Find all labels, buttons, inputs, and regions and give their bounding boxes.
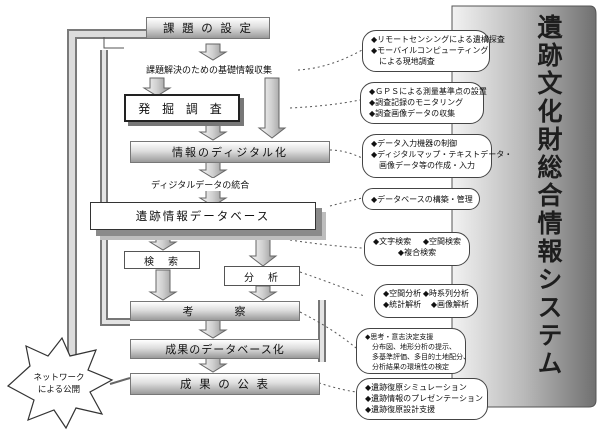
- bubble-line: ◆モーバイルコンピューティング: [371, 46, 489, 55]
- bubble-line: 分布図、地形分析の提示、: [365, 343, 456, 351]
- system-title: 遺跡文化財総合情報システム: [534, 14, 563, 378]
- bubble-analysis: ◆空間分析 ◆時系列分析 ◆統計解析 ◆画像解析: [374, 284, 478, 318]
- step-consideration: 考 察: [130, 301, 300, 321]
- bubble-consideration: ◆思考・意志決定支援 分布図、地形分析の提示、 多基準評価、多目的土地配分、 分…: [356, 328, 470, 374]
- bubble-line: による現地調査: [371, 57, 435, 66]
- bubble-line: ◆思考・意志決定支援: [365, 333, 434, 341]
- step-digitization: 情報のディジタル化: [130, 141, 330, 163]
- network-label-line: による公開: [37, 385, 81, 395]
- bubble-line: 画像データ等の作成・入力: [371, 161, 475, 170]
- bubble-line: ◆遺跡復原シミュレーション: [365, 383, 467, 392]
- bubble-line: 分析結果の環境性の検定: [365, 363, 449, 371]
- bubble-item: ◆時系列分析: [422, 289, 469, 298]
- site-information-database: 遺跡情報データベース: [90, 202, 316, 230]
- bubble-item: ◆文字検索: [373, 237, 412, 246]
- bubble-item: ◆画像解析: [430, 300, 469, 309]
- step-analysis: 分 析: [224, 266, 300, 286]
- network-label-line: ネットワーク: [33, 373, 85, 383]
- bubble-line: 多基準評価、多目的土地配分、: [365, 353, 470, 361]
- bubble-database: ◆データベースの構築・管理: [362, 188, 480, 210]
- bubble-item: ◆空間検索: [422, 237, 461, 246]
- bubble-publication: ◆遺跡復原シミュレーション ◆遺跡情報のプレゼンテーション ◆遺跡復原設計支援: [356, 378, 488, 420]
- network-publication-label: ネットワーク による公開: [28, 372, 90, 396]
- step-set-issue: 課 題 の 設 定: [146, 17, 270, 39]
- bubble-line: ◆データベースの構築・管理: [371, 195, 473, 204]
- bubble-line: ◆リモートセンシングによる遺構探査: [371, 35, 505, 44]
- bubble-excavation: ◆ＧＰＳによる測量基準点の設置 ◆調査記録のモニタリング ◆調査画像データの収集: [360, 82, 487, 124]
- bubble-item: ◆複合検索: [397, 248, 437, 257]
- step-digital-data-integration: ディジタルデータの統合: [148, 178, 253, 191]
- step-results-database: 成果のデータベース化: [130, 339, 320, 359]
- bubble-line: ◆遺跡情報のプレゼンテーション: [365, 394, 483, 403]
- bubble-line: ◆調査画像データの収集: [369, 109, 456, 118]
- bubble-basic-info: ◆リモートセンシングによる遺構探査 ◆モーバイルコンピューティング による現地調…: [362, 30, 505, 72]
- step-excavation: 発 掘 調 査: [124, 94, 240, 122]
- network-burst-shape: [6, 336, 114, 430]
- bubble-digitization: ◆データ入力機器の制御 ◆ディジタルマップ・テキストデータ・ 画像データ等の作成…: [362, 134, 513, 178]
- step-basic-info-collection: 課題解決のための基礎情報収集: [143, 63, 276, 76]
- bubble-item: ◆空間分析: [383, 289, 422, 298]
- bubble-line: ◆データ入力機器の制御: [371, 139, 458, 148]
- bubble-line: ◆調査記録のモニタリング: [369, 98, 464, 107]
- bubble-item: ◆統計解析: [383, 300, 422, 309]
- step-publication: 成 果 の 公 表: [130, 373, 320, 395]
- step-search: 検 索: [124, 251, 200, 269]
- bubble-search: ◆文字検索 ◆空間検索 ◆複合検索: [364, 232, 470, 266]
- bubble-line: ◆ＧＰＳによる測量基準点の設置: [369, 87, 487, 96]
- bubble-line: ◆遺跡復原設計支援: [365, 405, 436, 414]
- bubble-line: ◆ディジタルマップ・テキストデータ・: [371, 150, 513, 159]
